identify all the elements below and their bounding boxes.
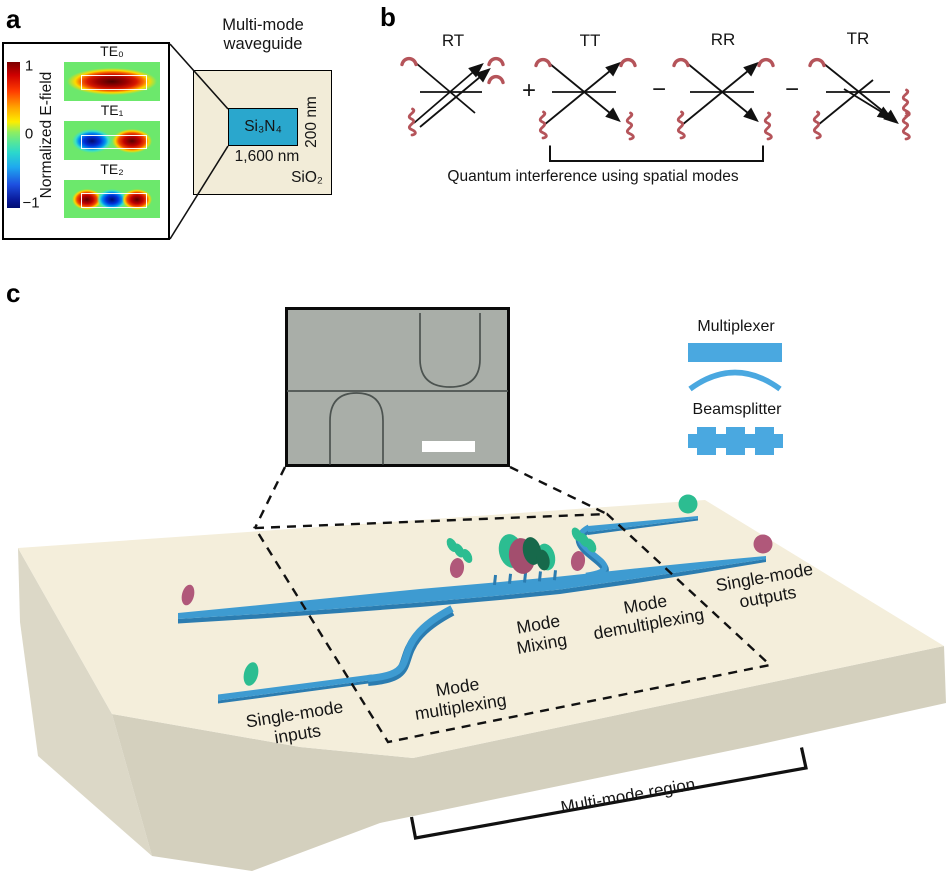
rt-diagram — [409, 57, 493, 128]
input-photon-green — [243, 662, 259, 686]
minus-operator-1: − — [651, 76, 667, 104]
panel-b-label: b — [380, 2, 396, 32]
zoom-region-dashes — [252, 465, 773, 744]
te1-label: TE₁ — [100, 101, 124, 118]
te0-label: TE₀ — [100, 42, 124, 59]
input-photon-pink — [181, 584, 195, 606]
core-width-label: 1,600 nm — [234, 148, 300, 166]
rr-input-te0-icon — [672, 57, 690, 68]
multimode-bus-waveguide — [178, 556, 766, 619]
rr-input-te1-icon — [676, 110, 686, 140]
interference-caption: Quantum interference using spatial modes — [447, 168, 739, 186]
term-tr-label: TR — [846, 29, 870, 49]
term-rt-label: RT — [441, 31, 465, 51]
multimode-bracket — [409, 747, 808, 840]
tt-diagram — [543, 58, 624, 126]
te1-mode-plot — [64, 121, 160, 160]
term-rr-label: RR — [710, 30, 736, 50]
panel-a-label: a — [6, 4, 21, 34]
minus-operator-2: − — [784, 76, 800, 104]
colorbar-tick-1: 1 — [24, 57, 34, 75]
rt-output-te0-icon — [487, 56, 505, 67]
rt-input-te0-icon — [400, 56, 418, 67]
colorbar-tick-0: 0 — [24, 125, 34, 143]
tr-output-te1-icon-2 — [901, 111, 911, 141]
rr-diagram — [681, 58, 762, 126]
tt-input-te1-icon — [538, 110, 548, 140]
legend-beamsplitter-label: Beamsplitter — [692, 400, 782, 418]
rt-output-te0-icon-2 — [487, 74, 505, 85]
tr-input-te0-icon — [808, 57, 826, 68]
output-photon-pink — [753, 534, 773, 554]
colorbar-tick-neg1: −1 — [22, 194, 40, 212]
beamsplitter-diagrams — [409, 57, 901, 162]
te0-mode-plot — [64, 62, 160, 101]
micrograph-inset — [285, 307, 510, 467]
chip-side-face — [18, 548, 152, 856]
tr-diagram — [817, 58, 901, 128]
core-material-label: Si₃N₄ — [244, 118, 282, 136]
legend-multiplexer-label: Multiplexer — [697, 317, 775, 335]
plus-operator: + — [521, 77, 537, 105]
tt-output-te1-icon — [625, 111, 635, 141]
legend-shapes — [688, 343, 783, 455]
multiplexer-icon — [688, 343, 782, 362]
cladding-material-label: SiO₂ — [291, 169, 323, 187]
rr-output-te1-icon — [763, 111, 773, 141]
core-height-label: 200 nm — [303, 96, 321, 148]
colorbar-axis-label: Normalized E-field — [38, 71, 56, 199]
photon-wavepackets — [181, 494, 773, 686]
te2-label: TE₂ — [100, 160, 124, 177]
colorbar — [7, 62, 20, 208]
caption-bracket — [549, 145, 764, 162]
chip-front-face — [112, 646, 946, 871]
rr-output-te0-icon — [757, 57, 775, 68]
mode-mixing-grating — [492, 570, 557, 586]
scale-bar — [422, 441, 475, 452]
te2-mode-plot — [64, 180, 160, 218]
multiplexer-arc-icon — [688, 369, 782, 392]
rt-input-te1-icon — [407, 107, 417, 137]
mux-s-bend — [367, 605, 454, 682]
beamsplitter-icon — [688, 427, 783, 455]
tr-input-te1-icon — [812, 110, 822, 140]
tt-input-te0-icon — [534, 57, 552, 68]
term-tt-label: TT — [579, 31, 601, 51]
panel-a-zoom-lines — [169, 43, 229, 240]
output-photon-green — [678, 494, 698, 514]
panel-c-label: c — [6, 278, 21, 308]
tt-output-te0-icon — [619, 57, 637, 68]
si3n4-core — [228, 108, 298, 146]
top-output-waveguide — [588, 516, 698, 532]
waveguides — [178, 516, 766, 701]
micrograph-waveguides — [287, 313, 508, 465]
bottom-input-waveguide — [218, 674, 372, 701]
waveguide-title: Multi-mode waveguide — [222, 16, 304, 53]
